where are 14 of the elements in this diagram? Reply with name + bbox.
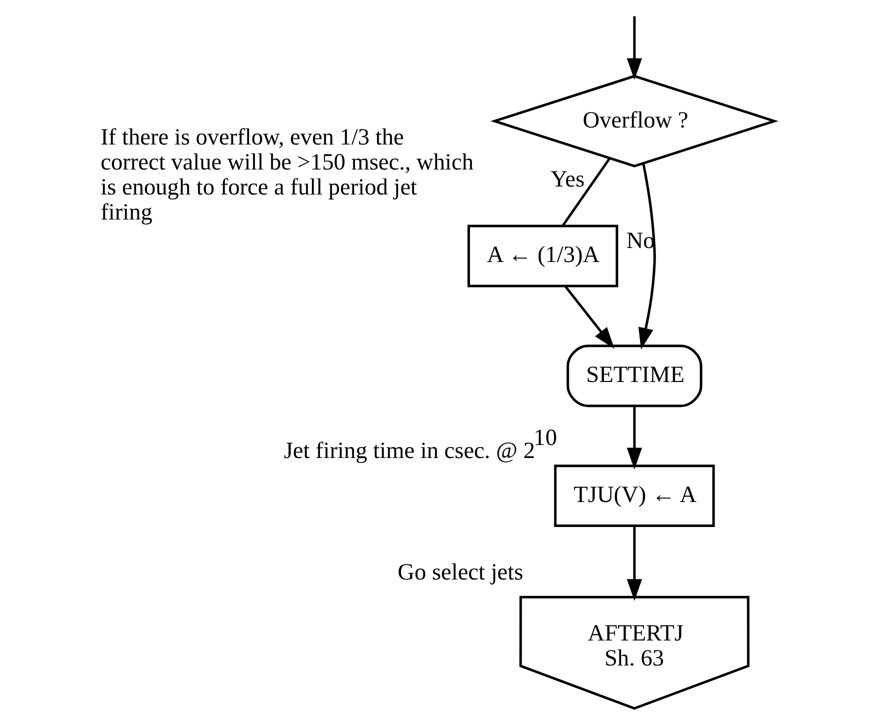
arrow xyxy=(638,163,656,350)
arrow xyxy=(626,526,642,601)
edge-label: Yes xyxy=(550,166,584,193)
arrow xyxy=(564,286,614,349)
node-label: Go select jets xyxy=(397,559,523,586)
arrow xyxy=(626,16,642,80)
arrow xyxy=(626,406,642,470)
node-box: TJU(V) ← A xyxy=(554,464,714,528)
node-label: If there is overflow, even 1/3 the correct value will be >150 msec., which is enough to force a full period jet firing xyxy=(100,124,473,226)
node-diamond: Overflow ? xyxy=(490,74,778,168)
node-box: SETTIME xyxy=(566,344,702,408)
edge-label: No xyxy=(626,228,654,254)
node-box: A ← (1/3)A xyxy=(466,224,618,288)
connector xyxy=(561,158,610,227)
